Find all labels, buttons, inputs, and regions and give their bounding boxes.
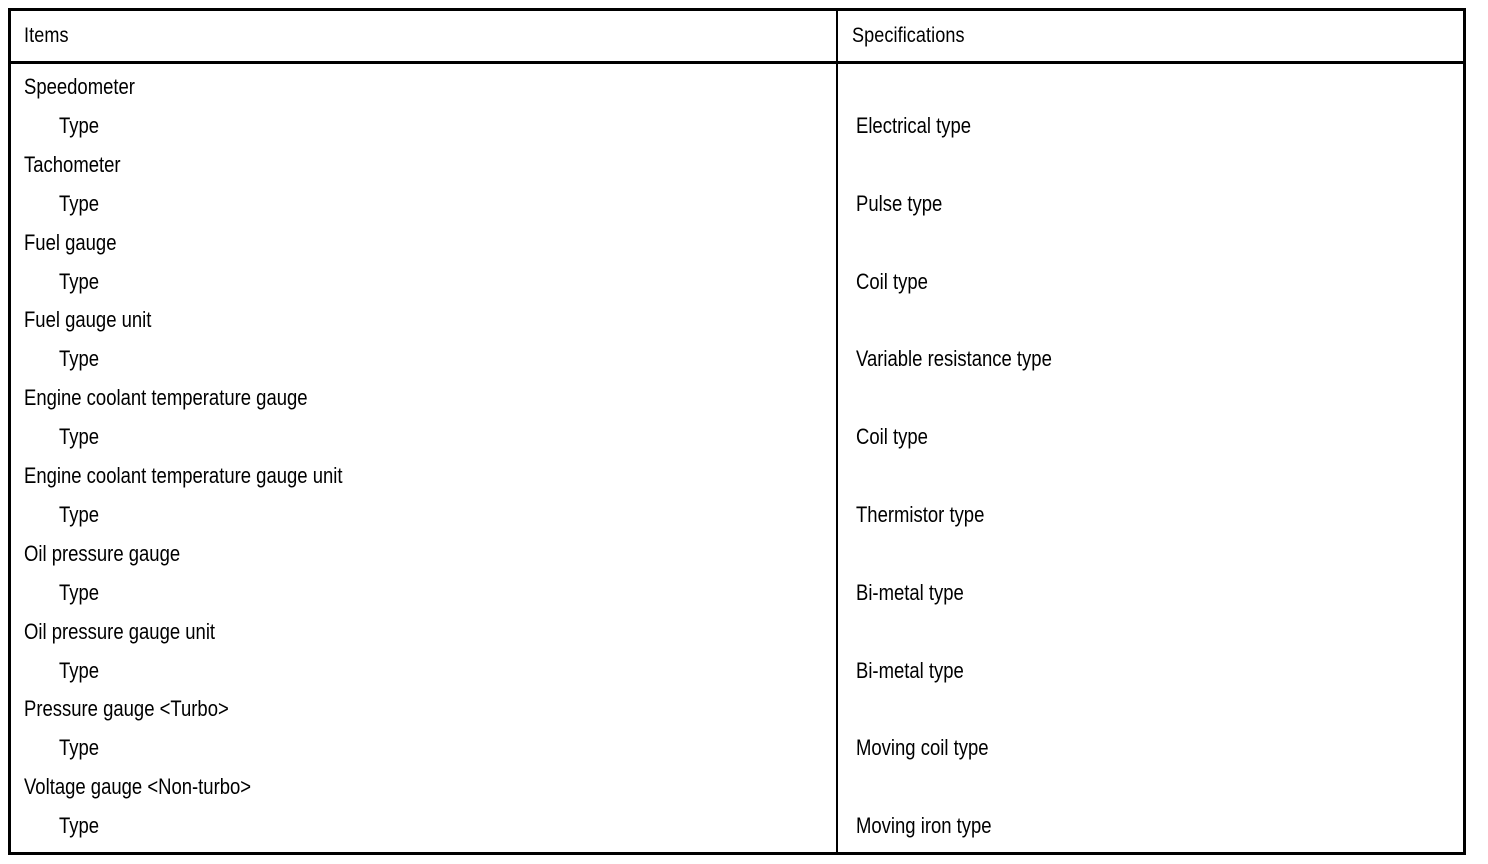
table-header-row: Items Specifications [11,11,1463,64]
specification-value: Thermistor type [856,501,985,527]
specification-value: Variable resistance type [856,346,1052,372]
specification-value: Moving coil type [856,735,989,761]
specification-value: Bi-metal type [856,657,964,683]
item-name: Tachometer [24,151,121,177]
item-subfield-label: Type [59,657,100,683]
specification-value: Electrical type [856,112,972,138]
specification-value: Bi-metal type [856,579,964,605]
item-name: Fuel gauge [24,229,117,255]
item-subfield-label: Type [59,346,100,372]
column-header-items: Items [24,24,69,47]
specification-value: Pulse type [856,190,943,216]
item-name: Oil pressure gauge unit [24,618,216,644]
item-name: Engine coolant temperature gauge unit [24,463,343,488]
item-subfield-label: Type [59,424,100,450]
item-name: Speedometer [24,74,135,99]
item-subfield-label: Type [59,112,100,138]
column-header-specifications: Specifications [852,24,965,47]
item-name: Engine coolant temperature gauge [24,385,308,411]
specification-value: Moving iron type [856,813,992,839]
item-subfield-label: Type [59,268,100,294]
item-name: Fuel gauge unit [24,307,152,333]
specification-value: Coil type [856,424,928,450]
specification-value: Coil type [856,268,928,294]
item-subfield-label: Type [59,735,100,761]
item-name: Pressure gauge <Turbo> [24,696,229,722]
item-subfield-label: Type [59,579,100,605]
item-subfield-label: Type [59,813,100,839]
item-name: Oil pressure gauge [24,540,181,566]
item-subfield-label: Type [59,501,100,527]
item-name: Voltage gauge <Non-turbo> [24,774,252,800]
column-divider [836,11,838,852]
item-subfield-label: Type [59,190,100,216]
